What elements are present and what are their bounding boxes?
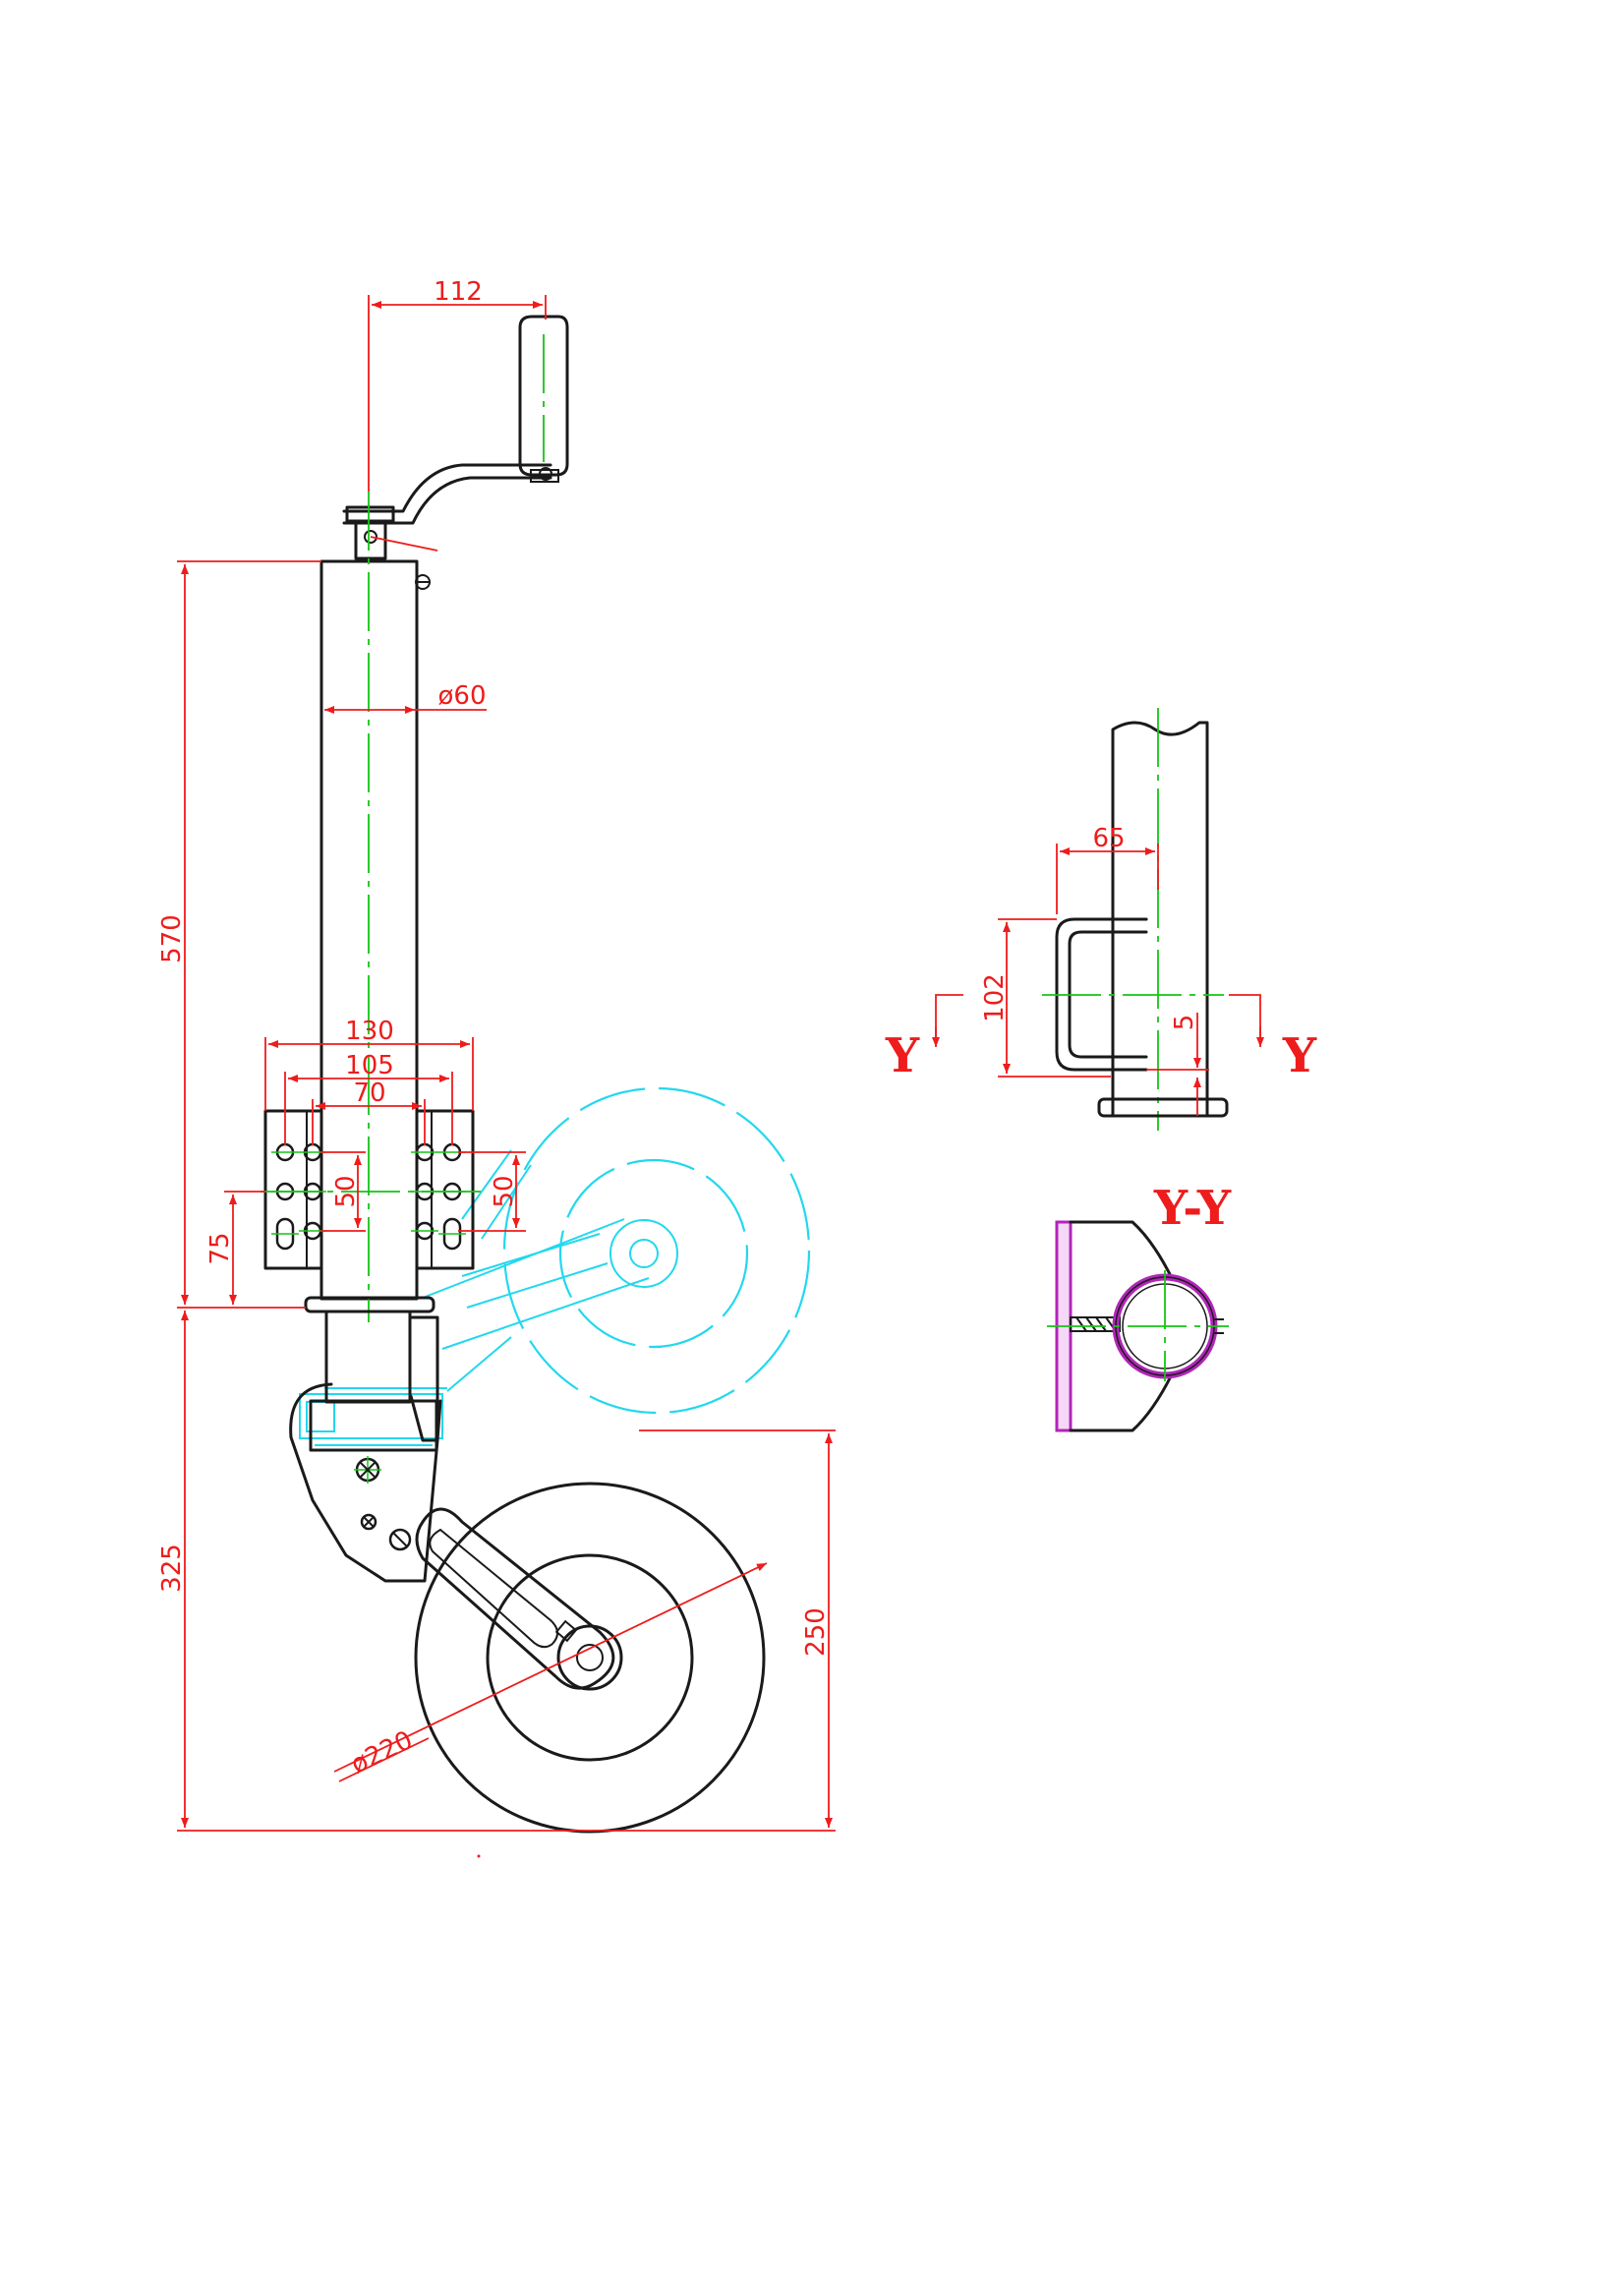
clamp-holes-right (411, 1142, 466, 1251)
dim-70: 70 (353, 1079, 385, 1108)
section-label-left: Y (885, 1028, 920, 1083)
dim-50-right: 50 (490, 1175, 519, 1207)
side-collar (1097, 1097, 1229, 1118)
strut (409, 1315, 439, 1442)
ghost-hub (609, 1219, 678, 1288)
side-detail-view: 65 102 5 Y Y (885, 708, 1317, 1131)
dim-50-left: 50 (331, 1175, 361, 1207)
tyre-outer (414, 1482, 766, 1834)
dim-325: 325 (157, 1544, 187, 1593)
clamp-assembly (261, 1109, 482, 1270)
ghost-tyre-outer (502, 1086, 811, 1415)
section-yy-view: Y-Y (1047, 1181, 1232, 1432)
hub (556, 1624, 623, 1691)
dim-105: 105 (345, 1051, 394, 1080)
dimension-lines-main (177, 295, 836, 1832)
dim-75: 75 (205, 1232, 235, 1264)
dim-wheel-diameter: ø220 (347, 1725, 418, 1779)
side-tube (1111, 721, 1209, 1118)
stray-mark (477, 1854, 481, 1858)
crank-arm (342, 463, 552, 513)
dim-tube-diameter: ø60 (438, 681, 487, 711)
crank-cap (345, 505, 395, 523)
dim-102: 102 (980, 973, 1010, 1022)
wheel (414, 1482, 766, 1834)
swing-bracket (289, 1382, 442, 1583)
dim-130: 130 (345, 1017, 394, 1046)
dim-65: 65 (1092, 824, 1125, 853)
ghost-tyre-inner (558, 1158, 749, 1349)
main-elevation-view: 112 ø60 570 130 105 70 50 50 75 325 250 … (157, 277, 836, 1834)
handle-grip (518, 315, 569, 477)
dim-112: 112 (434, 277, 483, 307)
clamp-holes-left (271, 1142, 326, 1251)
section-label-right: Y (1282, 1028, 1317, 1083)
dim-570: 570 (157, 914, 187, 963)
section-title: Y-Y (1153, 1181, 1232, 1236)
wheel-arm (415, 1507, 615, 1690)
tyre-inner (486, 1553, 694, 1762)
dim-5: 5 (1170, 1015, 1199, 1031)
dim-250: 250 (801, 1607, 831, 1657)
raised-wheel-ghost (299, 1086, 811, 1446)
lower-assembly (289, 1296, 615, 1690)
crank-handle[interactable] (342, 315, 569, 560)
